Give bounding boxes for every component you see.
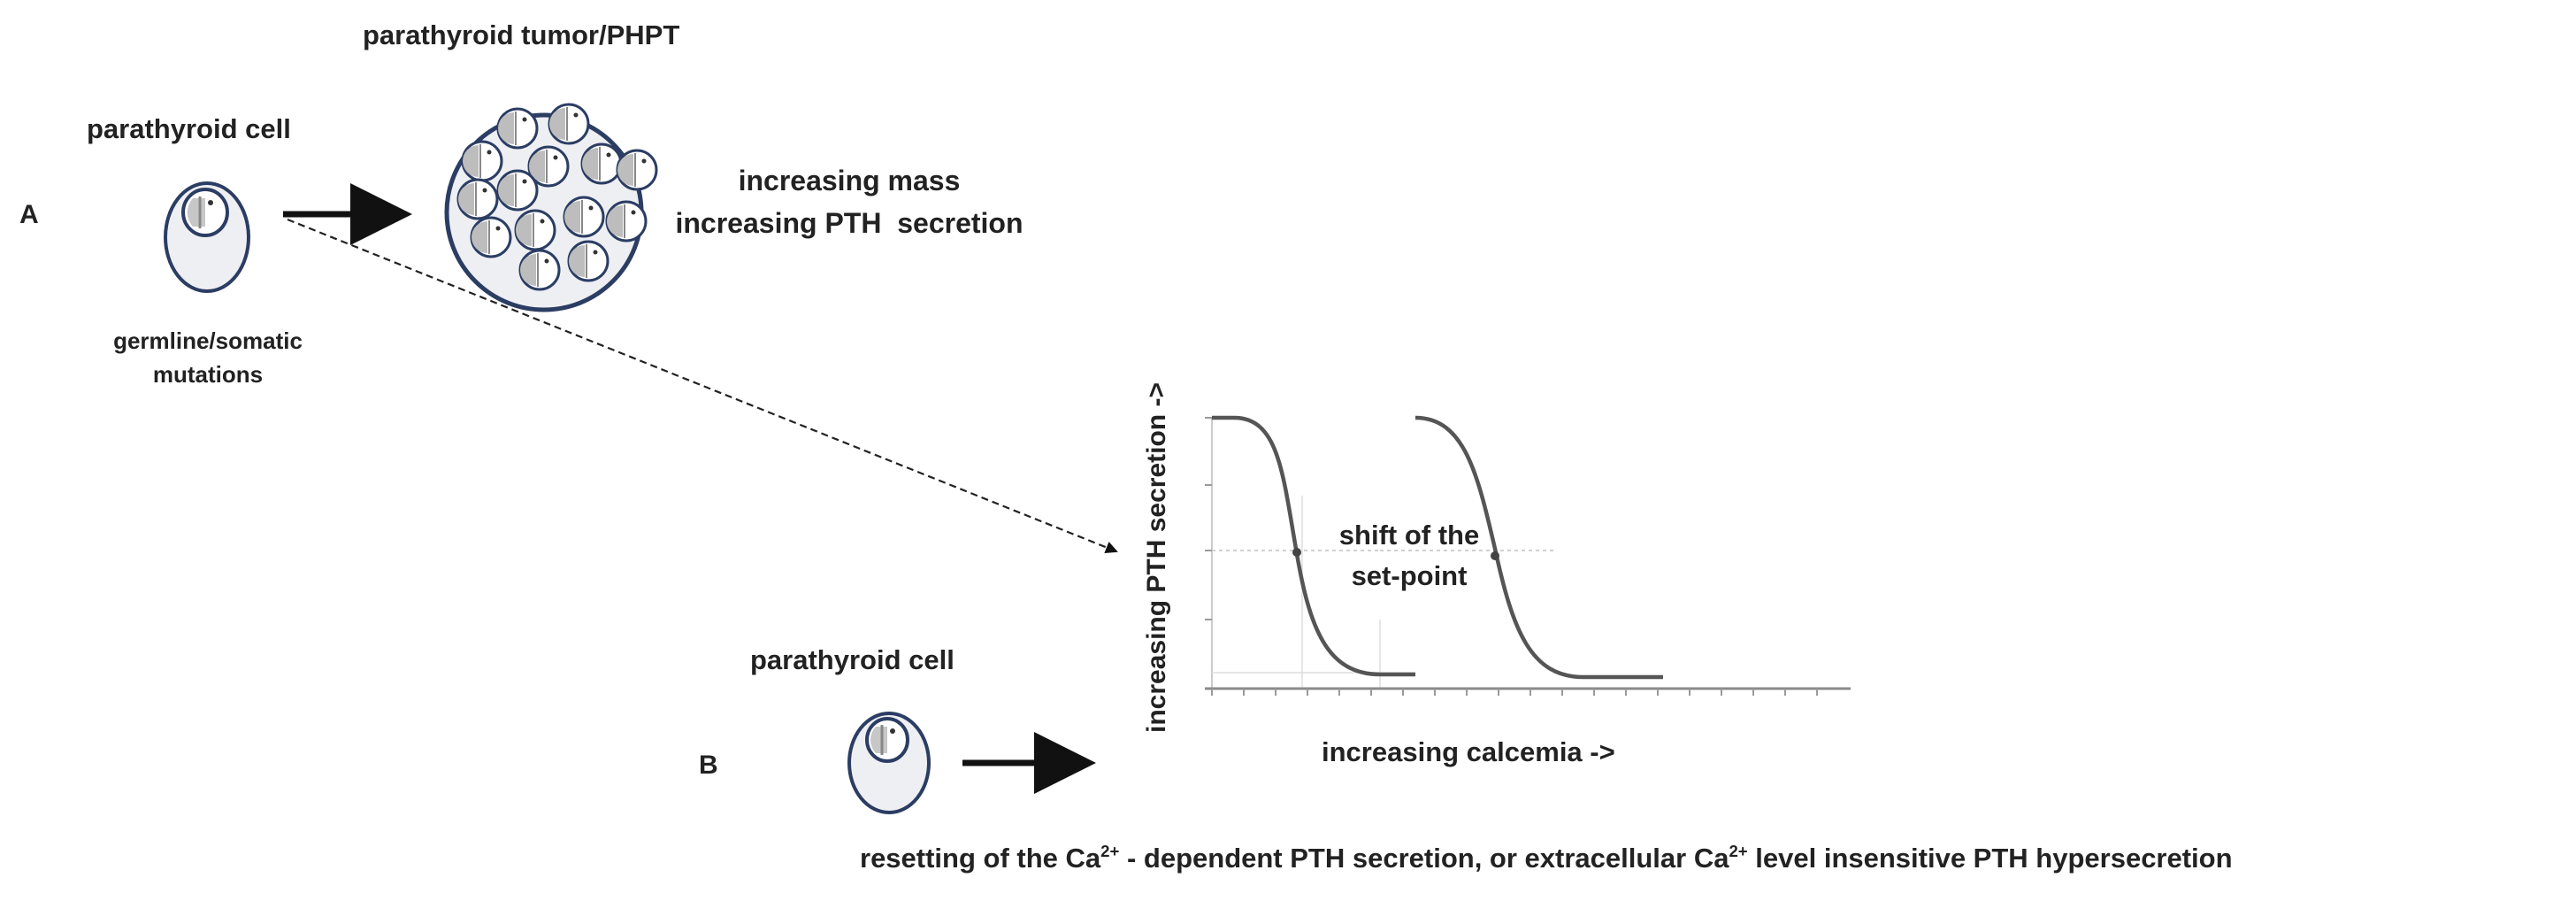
x-axis-label: increasing calcemia ->	[1322, 736, 1615, 767]
caption-part1: resetting of the Ca	[860, 843, 1101, 874]
panel-a-cell-label: parathyroid cell	[87, 113, 291, 144]
panel-a-cell	[164, 181, 250, 293]
set-point-annotation: shift of the set-point	[1299, 515, 1520, 597]
set-point-graph	[1205, 415, 1851, 696]
annotation-line2: set-point	[1351, 560, 1468, 591]
caption-part3: level insensitive PTH hypersecretion	[1747, 843, 2233, 874]
tumor-cell	[580, 142, 623, 185]
dashed-arrow-to-graph	[287, 218, 1118, 554]
tumor-cell	[496, 107, 539, 150]
sigmoid-curve-shifted	[1414, 415, 1663, 680]
effect-line1: increasing mass	[738, 165, 961, 196]
panel-b-cell	[847, 712, 931, 814]
tumor-cell	[616, 149, 658, 191]
tumor-cell	[605, 200, 648, 243]
mutation-label-line1: germline/somatic	[113, 327, 303, 354]
effect-line2: increasing PTH secretion	[675, 207, 1024, 239]
tumor-cell	[548, 103, 590, 145]
tumor-cell	[514, 209, 556, 251]
tumor-label: parathyroid tumor/PHPT	[363, 19, 680, 50]
tumor-cell	[518, 249, 561, 291]
panel-b-caption: resetting of the Ca2+ - dependent PTH se…	[860, 841, 2233, 874]
tumor-cell	[456, 178, 499, 220]
panel-b-letter: B	[699, 751, 718, 780]
effect-label: increasing mass increasing PTH secretion	[637, 159, 1062, 244]
tumor-cell	[496, 169, 539, 212]
panel-a-letter: A	[19, 200, 39, 229]
caption-part2: - dependent PTH secretion, or extracellu…	[1119, 843, 1729, 874]
annotation-line1: shift of the	[1338, 520, 1480, 551]
tumor-cell	[527, 145, 570, 188]
mutation-label-line2: mutations	[152, 361, 264, 388]
caption-sup2: 2+	[1729, 841, 1748, 860]
y-axis-label: increasing PTH secretion ->	[1142, 382, 1171, 733]
tumor-cell	[567, 240, 610, 282]
mutation-label: germline/somatic mutations	[62, 324, 354, 391]
tumor-cell	[563, 196, 605, 238]
caption-sup1: 2+	[1100, 841, 1120, 860]
tumor-cell	[461, 140, 503, 182]
tumor-cluster	[444, 103, 658, 312]
tumor-cell	[470, 216, 512, 258]
panel-b-cell-label: parathyroid cell	[750, 644, 954, 675]
